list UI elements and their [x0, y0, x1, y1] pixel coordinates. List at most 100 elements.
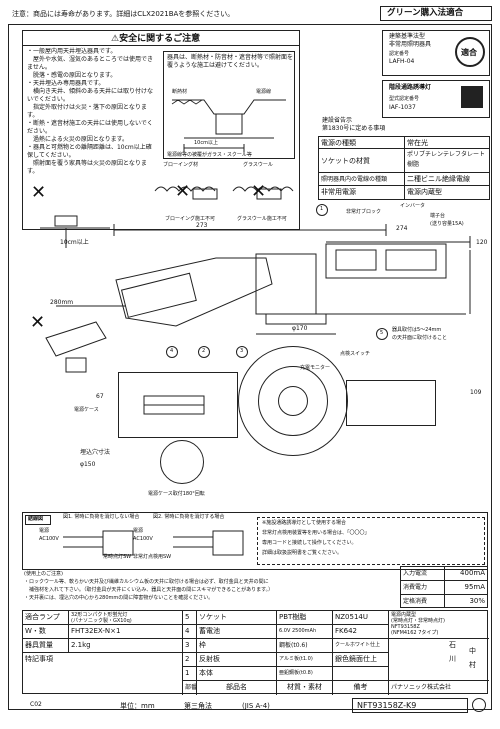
dim-10cm: 10cm以上 — [194, 140, 218, 146]
dim-109: 109 — [470, 389, 482, 396]
wiring-switch: 常時点灯SW — [103, 554, 132, 560]
fixture-plan-outer — [238, 346, 348, 456]
label-check-switch: 点検スイッチ — [340, 351, 371, 357]
install-title: (使用上のご注意) — [24, 571, 63, 577]
inverter-plan — [346, 380, 436, 426]
safety-item: 脱落・感電の原因となります。 — [27, 72, 117, 79]
ceiling-clearance-figure — [40, 215, 110, 248]
footer-standard: (JIS A-4) — [242, 702, 270, 710]
drawing-sheet — [8, 24, 492, 710]
safety-item: ・器具と可燃物との離隔距離は、10cm以上確保してください。 — [27, 144, 152, 159]
label-wire: 電源線 — [256, 89, 272, 95]
safety-item: ・一般屋内用天井埋込器具です。 — [27, 48, 117, 55]
dim-170: φ170 — [292, 325, 308, 332]
label-inverter: インバータ — [400, 203, 426, 209]
wiring-note-1: 図1. 常時に負荷を消灯しない場合 — [63, 514, 140, 520]
green-label: グリーン購入法適合 — [387, 8, 464, 18]
wiring-power-2: AC100V — [39, 536, 59, 542]
label-terminal: 端子台 — [430, 213, 446, 219]
parts-notes: 電源内蔵型(常時点灯・非常時点灯)NFT93158Z(NFM4162 7タイプ) — [389, 611, 489, 639]
approval-box: 建築基準法型 非常用照明器具 認定番号 LAFH-04 適合 — [382, 30, 490, 76]
inner-note: 器具は、断熱材・防音材・遮音材等で照射面を覆うような施工は避けてください。 — [167, 54, 294, 69]
label-stopper: 電源ケース取付180°回転 — [148, 491, 205, 497]
spec-title-1: 建設省告示 — [322, 117, 353, 124]
model-box: NFT93158Z-K9 — [352, 698, 468, 713]
dim-67: 67 — [96, 393, 104, 400]
green-label-box: グリーン購入法適合 — [380, 6, 492, 21]
safety-item: 過熱による火災の原因となります。 — [27, 136, 129, 143]
exit-box: 階段通路誘導灯 型式認定番号 IAF-1037 — [382, 80, 490, 118]
safety-item: ・天井埋込み専用器具です。 — [27, 80, 105, 87]
insulation-figure: 器具は、断熱材・防音材・遮音材等で照射面を覆うような施工は避けてください。 断熱… — [163, 51, 295, 159]
socket-plan — [160, 440, 204, 484]
cert-title: 建築基準法型 — [389, 33, 426, 40]
inner-caption: 電源線等の被覆がガラス・スクール等 — [167, 152, 252, 158]
power-case-plan — [118, 372, 238, 438]
dim-10cm-side: 10cm以上 — [60, 239, 89, 246]
label-insulation: 断熱材 — [172, 89, 188, 95]
cert-no: LAFH-04 — [389, 58, 415, 65]
prohibited-diagram — [154, 186, 294, 200]
safety-title: ⚠安全に関するご注意 — [111, 34, 201, 44]
model-number: NFT93158Z-K9 — [357, 701, 417, 710]
spec-table: 電源の種類 常在光 ソケットの材質 ポリブチレンテレフタレート樹脂 照明器具内の… — [318, 136, 490, 200]
checkers: 石 中 川 村 — [389, 639, 489, 681]
battery-plan — [143, 395, 205, 415]
callout-5: 5 — [376, 328, 388, 340]
electrical-table: 入力電流 400mA 消費電力 95mA 定格消費 30% — [400, 566, 488, 608]
wiring-power-3: 電源 — [133, 528, 144, 534]
safety-item: 横向き天井、傾斜のある天井には取り付けないでください。 — [27, 88, 154, 103]
footer-unit: 単位：mm — [120, 702, 155, 710]
insulation-diagram — [171, 99, 286, 152]
spec-title-2: 第1830号に定める事項 — [322, 125, 386, 132]
safety-box: ⚠安全に関するご注意 ・一般屋内用天井埋込器具です。 屋外や水気、湿気のあるとこ… — [22, 30, 300, 230]
wiring-diagram — [63, 530, 244, 556]
label-power-case: 電源ケース — [74, 407, 99, 413]
install-line-2: 補強材を入れて下さい。（取付金具が天井にくい込み、器具と天井面の間にスキマができ… — [24, 587, 274, 593]
footer-projection: 第三角法 — [184, 702, 212, 710]
lamp-value: 32形コンパクト形蛍光灯(パナソニック製・GX10q) — [69, 611, 183, 625]
prohibited-x-icon: ✕ — [175, 181, 191, 202]
label-block: 非常灯ブロック — [346, 209, 382, 215]
spec-val: 電源内蔵型 — [407, 188, 442, 196]
wiring-switch-2: 非常灯点検用SW — [133, 554, 172, 560]
side-elevation-drawing — [113, 224, 471, 335]
spec-val: ポリブチレンテレフタレート樹脂 — [405, 149, 489, 173]
callout-3: 3 — [236, 346, 248, 358]
prohibited-x-icon: ✕ — [251, 181, 267, 202]
label-cutout: 埋込穴寸法 — [80, 449, 111, 456]
wiring-title-box: 結線図 — [25, 515, 51, 525]
label-ceiling-thickness: 器具取付は5〜24mm — [392, 327, 442, 333]
callout-1: 1 — [316, 204, 328, 216]
label-cutout-dim: φ150 — [80, 461, 96, 468]
safety-item: ・断熱・遮音材施工の天井には使用しないでください。 — [27, 120, 153, 135]
exit-no: IAF-1037 — [389, 104, 416, 111]
label-glasswool-bad: グラスウール施工不可 — [237, 216, 287, 222]
label-glasswool: グラスウール — [243, 162, 273, 168]
fixture-plan-inner — [258, 366, 328, 436]
approval-seal: 適合 — [455, 37, 485, 67]
safety-list: ・一般屋内用天井埋込器具です。 屋外や水気、湿気のあるところでは使用できません。… — [27, 48, 157, 176]
wiring-note-2: 図2. 常時に負荷を消灯する場合 — [153, 514, 225, 520]
label-blowing: ブローイング材 — [163, 162, 199, 168]
dim-274: 274 — [396, 225, 408, 232]
callout-2: 2 — [198, 346, 210, 358]
install-line-1: ・ロックウール等、軟らかい天井及び繊維カルシウム板の天井に取付ける場合は必ず、取… — [24, 579, 269, 585]
fixture-plan-center — [278, 386, 308, 416]
spec-val: 常在光 — [405, 137, 489, 149]
parts-table: 適合ランプ 32形コンパクト形蛍光灯(パナソニック製・GX10q) W・数 FH… — [22, 610, 489, 695]
label-charge-monitor: 充電モニター — [300, 365, 331, 371]
exit-no-label: 型式認定番号 — [389, 96, 420, 102]
footer-code: C02 — [30, 701, 42, 708]
lamp-removal-figure — [45, 305, 126, 373]
install-line-3: ・天井裏には、埋込穴の中心から280mmの間に障害物がないことを確認ください。 — [24, 595, 214, 601]
safety-item: 指定外取付けは火災・落下の原因となります。 — [27, 104, 147, 119]
exit-icon — [461, 86, 483, 108]
prohibited-x-icon: ✕ — [30, 312, 46, 333]
dim-280: 280mm — [50, 299, 74, 306]
spec-val: 二種ビニル絶縁電線 — [405, 173, 489, 186]
wiring-power-4: AC100V — [133, 536, 153, 542]
revision-circle — [472, 698, 486, 712]
safety-item: 照射面を覆う家具等は火災の原因となります。 — [27, 160, 147, 175]
prohibited-x-icon: ✕ — [31, 182, 47, 203]
